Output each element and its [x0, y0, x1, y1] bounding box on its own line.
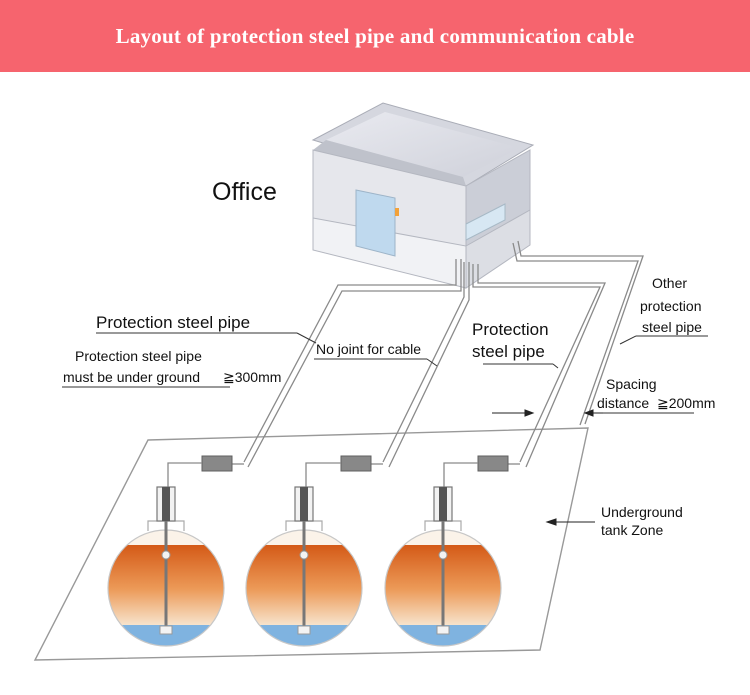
underground-note-line1: Protection steel pipe [75, 348, 202, 364]
title-banner: Layout of protection steel pipe and comm… [0, 0, 750, 72]
underground-zone-outline [33, 427, 589, 661]
office-window [465, 203, 506, 241]
pipe-left [243, 259, 462, 468]
pipe-middle-label-line2: steel pipe [472, 342, 545, 361]
underground-note-line2: must be under ground [63, 369, 200, 385]
office-building [311, 102, 535, 289]
pipe-left-label: Protection steel pipe [96, 313, 250, 332]
pipe-middle [382, 262, 470, 468]
other-pipe-label-line1: Other [652, 275, 687, 291]
underground-depth-value: ≧300mm [223, 369, 281, 385]
spacing-arrows [492, 409, 603, 417]
zone-arrow [545, 518, 595, 526]
zone-label-line2: tank Zone [601, 522, 663, 538]
door-lamp [395, 208, 399, 216]
spacing-label-line1: Spacing [606, 376, 657, 392]
other-pipe-label-line2: protection [640, 298, 701, 314]
leader-lines [62, 332, 708, 414]
spacing-label-line2: distance [597, 395, 649, 411]
zone-label-line1: Underground [601, 504, 683, 520]
junction-box-3 [443, 455, 520, 490]
tank-1 [107, 486, 225, 647]
junction-box-2 [305, 455, 383, 490]
pipe-other [512, 240, 644, 426]
office-door [355, 189, 396, 257]
no-joint-label: No joint for cable [316, 341, 421, 357]
tank-2 [245, 486, 363, 647]
junction-box-1 [167, 455, 244, 490]
spacing-value: ≧200mm [657, 395, 715, 411]
office-label: Office [212, 178, 277, 206]
pipe-right [472, 264, 606, 468]
pipe-middle-label-line1: Protection [472, 320, 549, 339]
other-pipe-label-line3: steel pipe [642, 319, 702, 335]
page-title: Layout of protection steel pipe and comm… [115, 23, 635, 48]
tank-3 [384, 486, 502, 647]
